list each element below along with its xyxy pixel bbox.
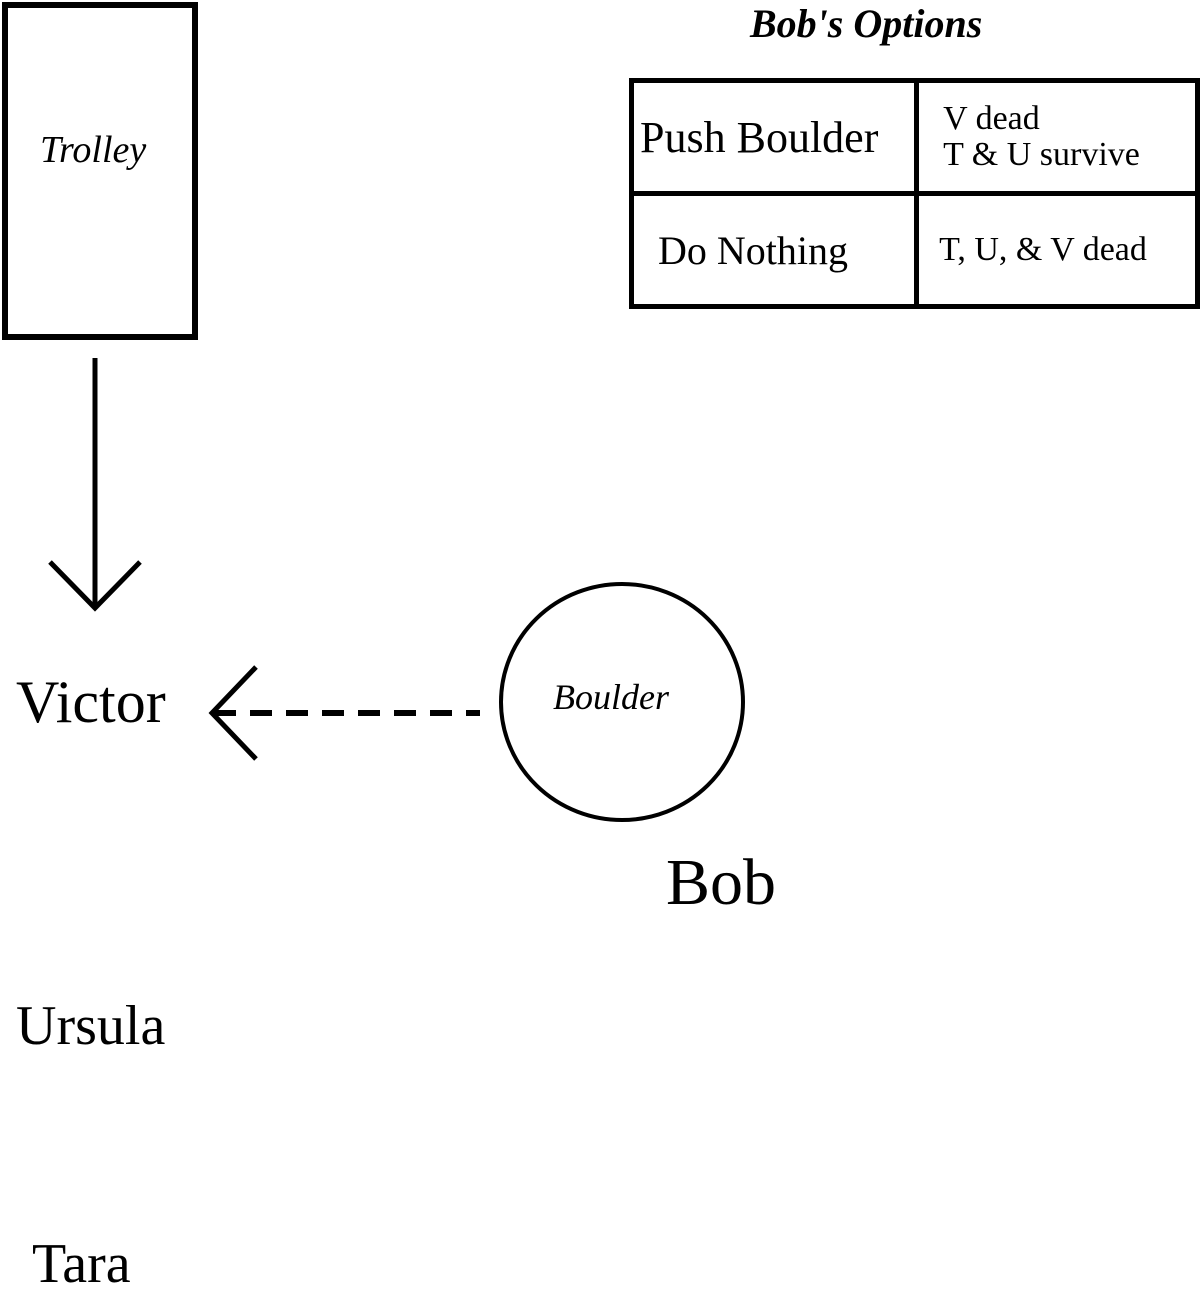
options-row: Push Boulder V dead T & U survive (628, 78, 1200, 196)
person-bob: Bob (666, 846, 777, 919)
person-tara: Tara (32, 1233, 131, 1295)
trolley-label: Trolley (40, 129, 147, 171)
trolley-box (2, 2, 198, 340)
options-table: Push Boulder V dead T & U survive Do Not… (628, 78, 1200, 309)
options-title: Bob's Options (750, 1, 983, 46)
outcome-line: T & U survive (943, 136, 1140, 173)
option-outcome: V dead T & U survive (914, 78, 1200, 196)
options-row: Do Nothing T, U, & V dead (628, 191, 1200, 309)
boulder-circle (499, 582, 745, 822)
outcome-line: V dead (943, 100, 1040, 138)
trolley-arrowhead (48, 560, 142, 612)
boulder-label: Boulder (553, 677, 669, 717)
boulder-push-arrowhead (208, 665, 258, 761)
outcome-line: T, U, & V dead (939, 231, 1147, 269)
person-victor: Victor (16, 669, 166, 735)
option-name: Push Boulder (628, 78, 920, 196)
person-ursula: Ursula (16, 995, 166, 1057)
option-outcome: T, U, & V dead (914, 191, 1200, 309)
option-name: Do Nothing (628, 191, 920, 309)
